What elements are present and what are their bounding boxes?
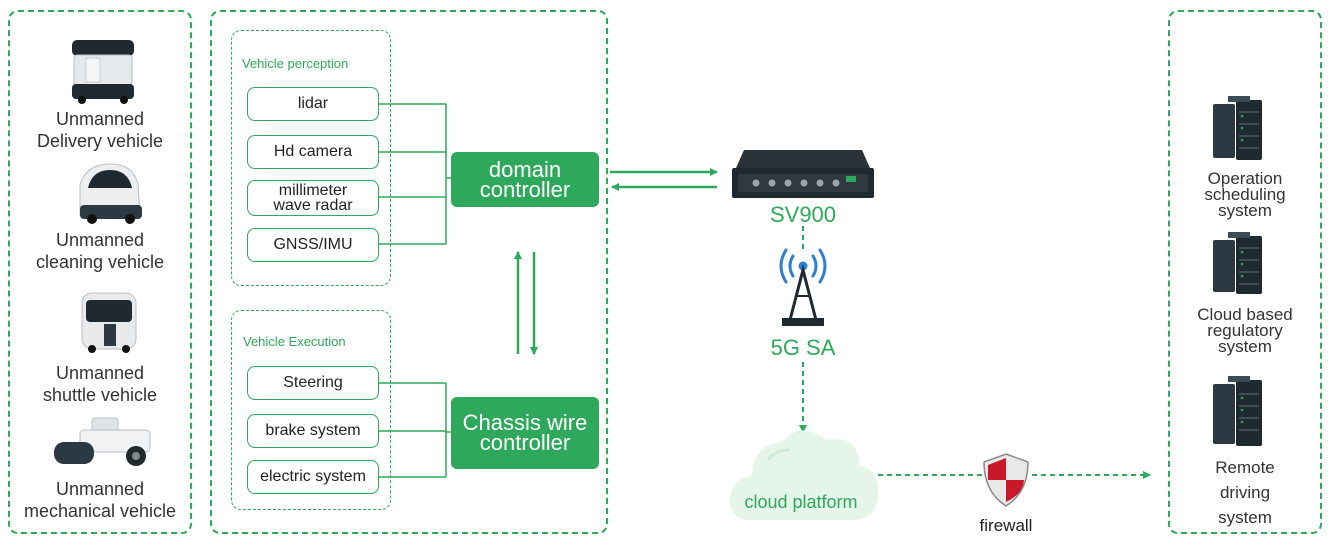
system-label-line: driving — [1219, 483, 1271, 502]
systems-panel — [1168, 10, 1322, 534]
perception-title: Vehicle perception — [242, 56, 349, 71]
execution-group — [231, 310, 391, 510]
vehicle-label-delivery: Unmanned Delivery vehicle — [12, 108, 188, 152]
server-rack-icon — [1213, 96, 1262, 160]
system-label-line: scheduling — [1204, 185, 1286, 204]
tower-label: 5G SA — [770, 335, 836, 360]
vehicle-label-line: cleaning vehicle — [35, 252, 165, 272]
vehicle-label-line: Unmanned — [55, 230, 145, 250]
vehicle-panel — [8, 10, 192, 534]
vehicle-label-line: Unmanned — [55, 109, 145, 129]
chassis-wire-controller: Chassis wire controller — [451, 397, 599, 469]
server-rack-icon — [1213, 376, 1262, 446]
system-label-line: system — [1218, 337, 1272, 356]
steering-label: Steering — [283, 374, 343, 391]
gnss-imu-label: GNSS/IMU — [273, 236, 353, 253]
radar-box: millimeter wave radar — [247, 180, 379, 216]
system-label-line: Cloud based — [1197, 305, 1293, 324]
system-label-remote: Remote driving system — [1172, 455, 1318, 530]
vehicle-label-line: Unmanned — [55, 479, 145, 499]
system-label-line: Remote — [1215, 458, 1275, 477]
chassis-controller-line1: Chassis wire — [462, 410, 588, 435]
domain-controller-line2: controller — [479, 176, 571, 202]
gateway-label: SV900 — [769, 202, 837, 227]
chassis-controller-line2: controller — [479, 430, 571, 455]
firewall-label: firewall — [979, 516, 1033, 535]
vehicle-label-shuttle: Unmanned shuttle vehicle — [12, 362, 188, 406]
perception-bracket — [378, 103, 452, 245]
electric-system-label: electric system — [260, 468, 366, 485]
hd-camera-box: Hd camera — [247, 135, 379, 169]
cloud-label: cloud platform — [744, 492, 858, 512]
system-label-line: Operation — [1207, 169, 1283, 188]
vehicle-label-line: Unmanned — [55, 363, 145, 383]
steering-box: Steering — [247, 366, 379, 400]
system-label-line: system — [1218, 508, 1272, 527]
lidar-box: lidar — [247, 87, 379, 121]
lidar-label: lidar — [297, 95, 329, 112]
gnss-imu-box: GNSS/IMU — [247, 228, 379, 262]
perception-group — [231, 30, 391, 286]
execution-title: Vehicle Execution — [243, 334, 346, 349]
domain-controller: domain controller — [451, 152, 599, 207]
vehicle-system-panel — [210, 10, 608, 534]
brake-system-box: brake system — [247, 414, 379, 448]
server-rack-icon — [1213, 232, 1262, 294]
system-label-operation: Operation scheduling system — [1172, 169, 1318, 220]
radar-label-line1: millimeter — [278, 182, 348, 199]
vehicle-label-line: mechanical vehicle — [23, 501, 177, 521]
hd-camera-label: Hd camera — [273, 143, 353, 160]
vehicle-label-cleaning: Unmanned cleaning vehicle — [12, 229, 188, 273]
domain-controller-line1: domain — [488, 156, 562, 182]
execution-bracket — [378, 382, 452, 478]
system-label-line: system — [1218, 201, 1272, 220]
vehicle-label-line: Delivery vehicle — [36, 131, 164, 151]
electric-system-box: electric system — [247, 460, 379, 494]
brake-system-label: brake system — [265, 422, 361, 439]
system-label-regulatory: Cloud based regulatory system — [1172, 305, 1318, 356]
radar-label-line2: wave radar — [273, 197, 353, 214]
vehicle-label-mechanical: Unmanned mechanical vehicle — [12, 478, 188, 522]
vehicle-label-line: shuttle vehicle — [42, 385, 158, 405]
system-label-line: regulatory — [1207, 321, 1283, 340]
